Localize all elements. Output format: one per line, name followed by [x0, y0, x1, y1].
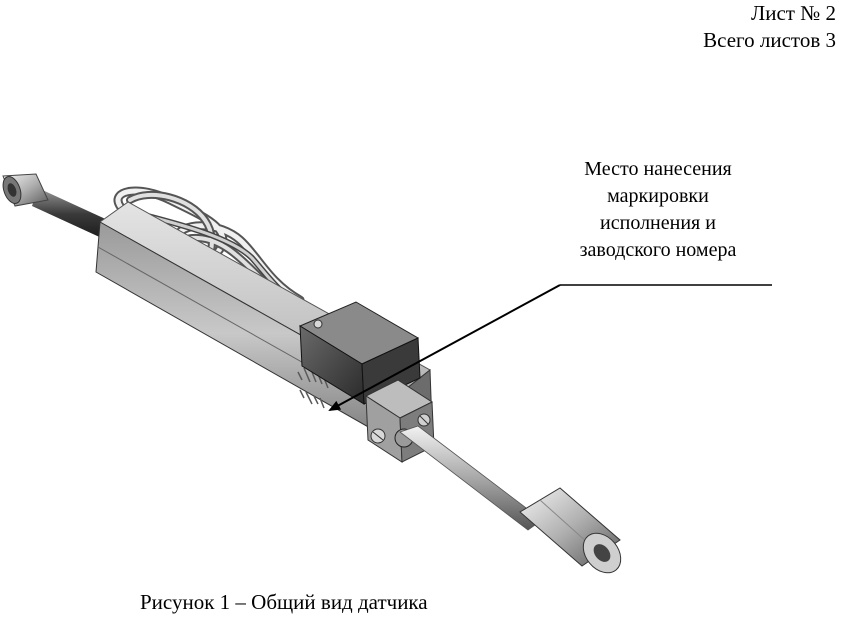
callout-line: маркировки — [607, 185, 709, 207]
right-rod — [399, 425, 622, 574]
callout-line: исполнения и — [600, 212, 716, 234]
callout-leader — [328, 284, 772, 411]
sheets-total: Всего листов 3 — [703, 28, 836, 52]
marking-area — [297, 367, 329, 409]
callout-line: заводского номера — [579, 239, 737, 261]
callout-label: Место нанесения маркировки исполнения и … — [548, 156, 768, 264]
figure-caption: Рисунок 1 – Общий вид датчика — [140, 590, 428, 614]
connector-block — [298, 301, 421, 405]
callout-line: Место нанесения — [584, 158, 732, 180]
left-rod — [2, 173, 112, 240]
sheet-number: Лист № 2 — [750, 1, 836, 25]
